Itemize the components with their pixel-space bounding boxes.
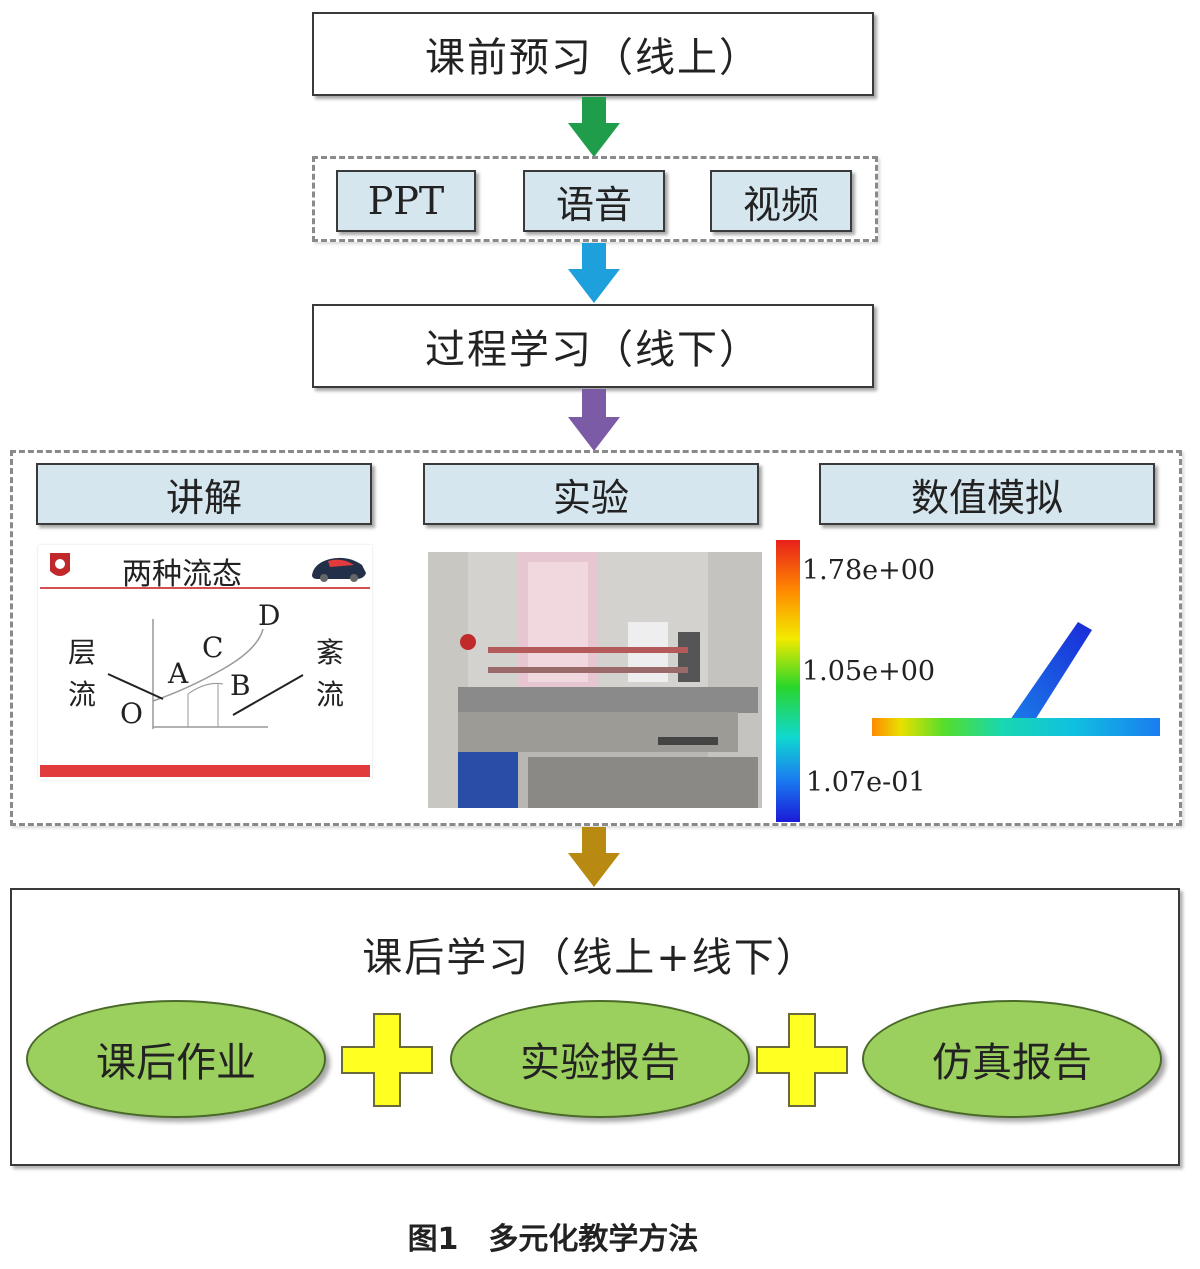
color-scale-bar [776, 540, 800, 822]
lab-report-label: 实验报告 [520, 1040, 680, 1086]
homework-label: 课后作业 [96, 1040, 256, 1086]
method-lecture-label: 讲解 [165, 475, 242, 520]
simulation-report-label: 仿真报告 [932, 1040, 1092, 1086]
simulation-report-ellipse: 仿真报告 [862, 1000, 1162, 1118]
resource-ppt-label: PPT [367, 179, 445, 223]
resource-voice: 语音 [523, 170, 665, 232]
label-turbulent-2: 流 [316, 678, 345, 711]
method-experiment: 实验 [423, 463, 759, 525]
resource-video-label: 视频 [742, 182, 819, 227]
school-logo-icon [50, 553, 70, 576]
plus-icon [341, 1013, 433, 1107]
down-arrow-icon [568, 389, 620, 451]
point-c: C [202, 631, 224, 664]
after-class-title: 课后学习（线上+线下） [362, 935, 818, 981]
down-arrow-icon [568, 243, 620, 303]
slide-title: 两种流态 [122, 557, 242, 592]
scale-mid-label: 1.05e+00 [802, 656, 936, 687]
label-laminar-1: 层 [68, 636, 97, 669]
car-icon [312, 557, 366, 582]
lecture-slide: 两种流态 层 流 紊 流 O A B C D [38, 545, 372, 780]
label-laminar-2: 流 [68, 678, 97, 711]
method-simulation-label: 数值模拟 [910, 475, 1063, 520]
in-class-box: 过程学习（线下） [312, 304, 874, 388]
scale-max-label: 1.78e+00 [802, 555, 936, 586]
label-turbulent-1: 紊 [316, 636, 345, 669]
homework-ellipse: 课后作业 [26, 1000, 326, 1118]
slide-bottom-bar [40, 765, 370, 777]
resources-group [312, 156, 878, 242]
method-lecture: 讲解 [36, 463, 372, 525]
methods-group [10, 450, 1182, 826]
scale-min-label: 1.07e-01 [806, 767, 926, 798]
in-class-title: 过程学习（线下） [425, 327, 761, 373]
resource-voice-label: 语音 [555, 182, 632, 227]
flow-regime-plot [107, 619, 304, 729]
point-b: B [230, 669, 251, 702]
point-d: D [258, 599, 281, 632]
experiment-photo [428, 552, 762, 808]
resource-ppt: PPT [336, 170, 476, 232]
pre-class-box: 课前预习（线上） [312, 12, 874, 96]
simulation-pipe-plot [872, 622, 1160, 736]
figure-caption: 图1 多元化教学方法 [407, 1222, 699, 1257]
plus-icon [756, 1013, 848, 1107]
pre-class-title: 课前预习（线上） [425, 35, 761, 81]
method-experiment-label: 实验 [552, 475, 629, 520]
resource-video: 视频 [710, 170, 852, 232]
point-o: O [120, 697, 143, 730]
down-arrow-icon [568, 97, 620, 157]
point-a: A [168, 657, 189, 690]
down-arrow-icon [568, 827, 620, 887]
slide-top-rule [40, 587, 370, 589]
method-simulation: 数值模拟 [819, 463, 1155, 525]
lab-report-ellipse: 实验报告 [450, 1000, 750, 1118]
